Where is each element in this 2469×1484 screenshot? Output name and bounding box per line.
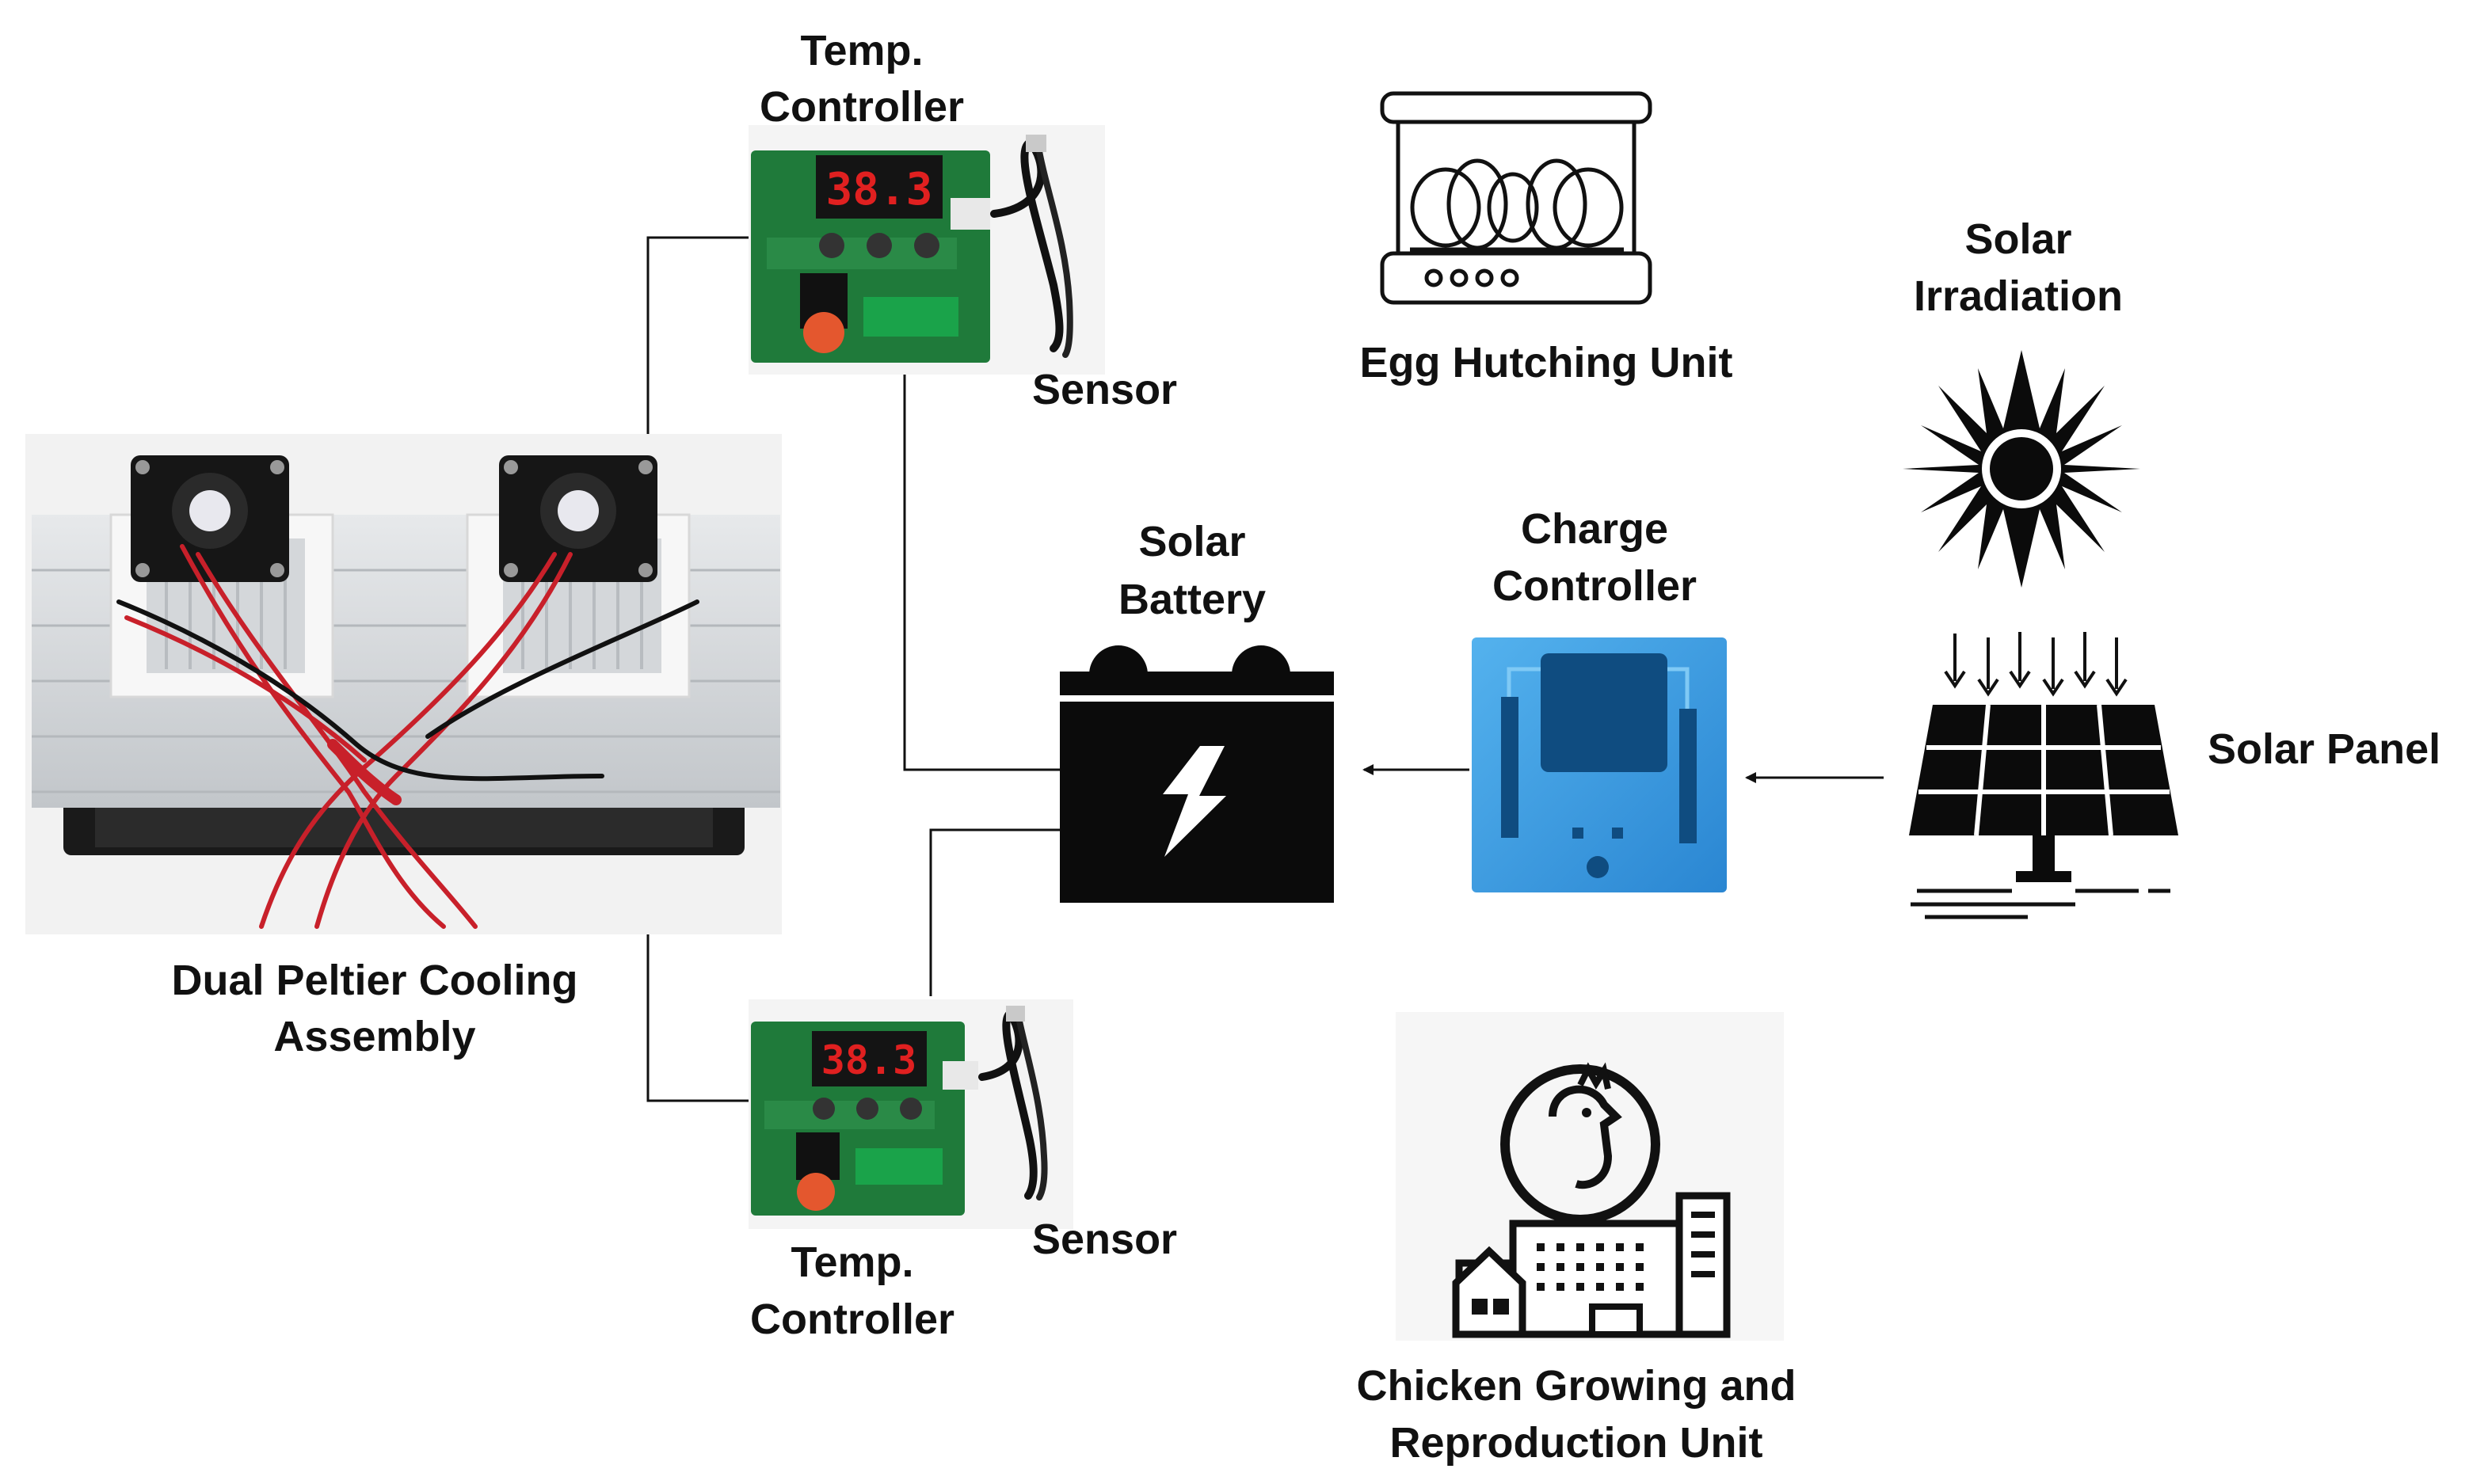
label-charge-controller-l2: Controller [1492, 562, 1697, 610]
label-solar-irradiation-l1: Solar [1964, 215, 2071, 263]
solar-panel-icon [1909, 632, 2178, 919]
label-solar-panel: Solar Panel [2208, 725, 2440, 773]
label-temp-controller-bottom-l2: Controller [750, 1296, 954, 1343]
label-egg-unit: Egg Hutching Unit [1360, 339, 1733, 386]
label-chicken-unit-l2: Reproduction Unit [1390, 1419, 1763, 1467]
label-sensor-bottom: Sensor [1032, 1216, 1177, 1263]
wire-top-controller-to-battery [903, 356, 1060, 771]
label-charge-controller-l1: Charge [1521, 505, 1668, 553]
chicken-farm-icon [1396, 1012, 1784, 1341]
label-solar-irradiation-l2: Irradiation [1914, 272, 2123, 320]
label-peltier-l2: Assembly [273, 1013, 475, 1060]
wire-peltier-to-top-controller [646, 236, 749, 443]
label-solar-battery-l1: Solar [1138, 518, 1245, 565]
temp-controller-image-bottom [749, 999, 1073, 1229]
charge-controller-icon [1472, 637, 1727, 892]
incubator-icon [1380, 91, 1652, 305]
label-temp-controller-top-l2: Controller [760, 83, 964, 131]
wire-bottom-controller-to-battery [929, 828, 1060, 996]
label-temp-controller-top-l1: Temp. [800, 27, 923, 74]
label-peltier-l1: Dual Peltier Cooling [171, 957, 577, 1004]
temp-controller-image-top [749, 125, 1105, 375]
battery-icon [1060, 645, 1334, 903]
peltier-assembly-image [25, 434, 782, 934]
label-solar-battery-l2: Battery [1118, 576, 1266, 623]
display-reading-top: 38.3 [826, 164, 933, 215]
display-reading-bottom: 38.3 [821, 1037, 916, 1083]
label-sensor-top: Sensor [1032, 366, 1177, 413]
label-chicken-unit-l1: Chicken Growing and [1356, 1362, 1796, 1410]
sun-icon [1903, 350, 2140, 588]
label-temp-controller-bottom-l1: Temp. [791, 1239, 913, 1286]
